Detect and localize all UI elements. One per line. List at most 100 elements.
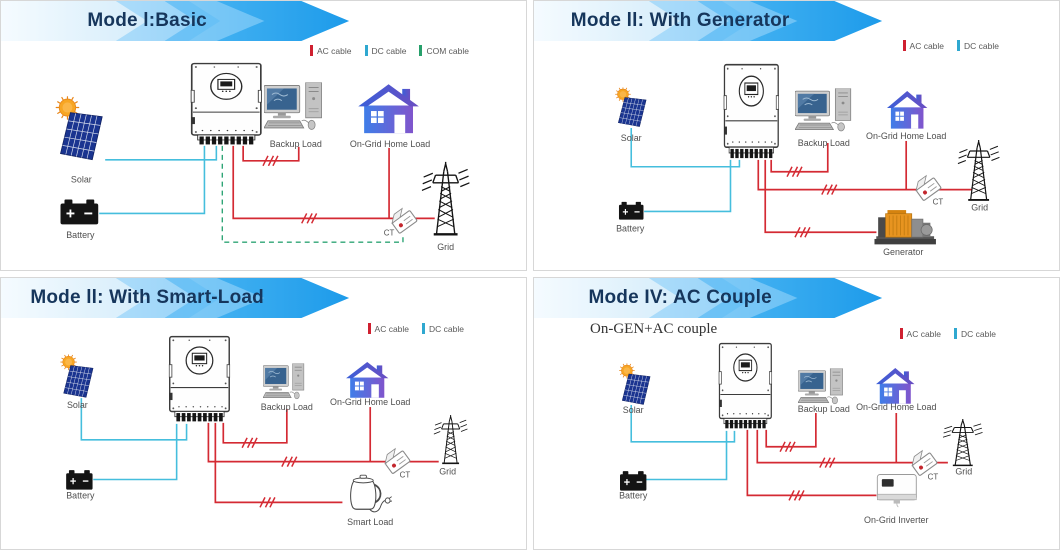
battery-icon: [619, 470, 648, 492]
cable-legend: AC cable DC cable: [367, 323, 464, 334]
dc-wire-solar: [630, 128, 741, 168]
ac-break-mark: [794, 226, 811, 238]
dc-wire-solar: [105, 145, 218, 161]
solar-panel-icon: [615, 87, 647, 127]
ac-color-swatch: [310, 45, 314, 56]
battery-icon: [618, 201, 645, 221]
hybrid-inverter-icon: [723, 63, 780, 159]
battery-label: Battery: [619, 490, 648, 500]
backup-load-label: Backup Load: [270, 139, 322, 149]
backup-load-icon: [263, 363, 305, 400]
smart-load-label: Smart Load: [347, 517, 393, 527]
ct-label: CT: [384, 228, 395, 237]
backup-load-label: Backup Load: [798, 404, 850, 414]
grid-label: Grid: [955, 467, 972, 477]
mode-banner: Mode ll: With Smart-Load: [1, 278, 349, 318]
dc-wire-battery: [99, 145, 206, 215]
dc-wire-solar: [630, 405, 736, 443]
ac-break-mark: [259, 496, 276, 509]
mode-banner: Mode ll: With Generator: [534, 1, 882, 41]
legend-item-dc: DC cable: [422, 323, 464, 334]
panel-mode-generator: Solar Battery Backup Load On-Grid Home L…: [533, 0, 1060, 271]
grid-label: Grid: [971, 202, 988, 212]
solar-label: Solar: [623, 405, 644, 415]
home-load-label: On-Grid Home Load: [330, 397, 410, 407]
dc-color-swatch: [422, 323, 426, 334]
generator-label: Generator: [883, 247, 923, 257]
ac-wire-grid: [757, 159, 972, 191]
ac-color-swatch: [902, 40, 906, 51]
legend-item-dc: DC cable: [957, 40, 999, 51]
ac-break-mark: [788, 489, 805, 502]
ac-wire-generator: [764, 159, 877, 234]
ac-color-swatch: [899, 328, 903, 339]
battery-label: Battery: [66, 490, 95, 500]
ac-wire-ongrid-inverter: [746, 429, 877, 497]
legend-item-ac: AC cable: [902, 40, 944, 51]
ac-break-mark: [779, 441, 796, 453]
solar-label: Solar: [621, 133, 642, 143]
com-color-swatch: [419, 45, 423, 56]
ac-break-mark: [300, 212, 318, 225]
mode-subtitle: On-GEN+AC couple: [590, 321, 718, 337]
ac-color-swatch: [367, 323, 371, 334]
ac-break-mark: [241, 437, 258, 449]
panel-mode-smart-load: Solar Battery Backup Load On-Grid Home L…: [0, 277, 527, 550]
hybrid-inverter-icon: [190, 62, 263, 146]
com-wire-ct: [221, 145, 404, 243]
mode-title: Mode l:Basic: [87, 10, 207, 31]
cable-legend: AC cable DC cable: [899, 328, 996, 339]
ac-wire-grid: [756, 429, 948, 464]
ac-break-mark: [281, 455, 298, 468]
ac-break-mark: [786, 166, 803, 178]
home-load-icon: [875, 367, 915, 405]
solar-panel-icon: [55, 96, 103, 161]
legend-item-ac: AC cable: [310, 45, 352, 56]
mode-title: Mode ll: With Generator: [570, 10, 790, 31]
mode-title: Mode IV: AC Couple: [588, 287, 772, 308]
grid-tower-icon: [433, 414, 468, 465]
grid-label: Grid: [437, 242, 454, 252]
mode-banner: Mode l:Basic: [1, 1, 349, 41]
mode-banner: Mode IV: AC Couple: [534, 278, 882, 318]
cable-legend: AC cable DC cable COM cable: [310, 45, 469, 56]
legend-item-ac: AC cable: [367, 323, 409, 334]
ongrid-inverter-label: On-Grid Inverter: [864, 515, 928, 525]
home-load-icon: [886, 90, 928, 130]
ct-label: CT: [933, 197, 944, 206]
backup-load-label: Backup Load: [798, 138, 850, 148]
solar-label: Solar: [67, 400, 88, 410]
grid-tower-icon: [942, 418, 983, 467]
battery-label: Battery: [66, 230, 95, 240]
dc-wire-battery: [93, 423, 178, 481]
home-load-icon: [345, 361, 389, 399]
ongrid-inverter-icon: [876, 474, 917, 508]
cable-legend: AC cable DC cable: [902, 40, 999, 51]
grid-tower-icon: [957, 139, 1000, 201]
home-load-label: On-Grid Home Load: [856, 402, 936, 412]
ct-label: CT: [928, 473, 939, 482]
dc-color-swatch: [954, 328, 958, 339]
backup-load-icon: [263, 82, 323, 130]
panel-mode-basic: Solar Battery Backup Load On-Grid Home L…: [0, 0, 527, 271]
ac-wire-grid: [232, 145, 435, 220]
battery-label: Battery: [616, 223, 645, 233]
dc-color-swatch: [364, 45, 368, 56]
home-load-label: On-Grid Home Load: [350, 139, 430, 149]
solar-label: Solar: [71, 175, 92, 185]
home-load-icon: [357, 83, 420, 134]
ac-wire-grid: [207, 422, 439, 463]
dc-wire-battery: [644, 159, 732, 213]
panel-mode-ac-couple: Solar Battery Backup Load On-Grid Home L…: [533, 277, 1060, 550]
legend-item-dc: DC cable: [954, 328, 996, 339]
hybrid-inverter-icon: [718, 342, 773, 430]
ct-label: CT: [400, 471, 411, 480]
hybrid-inverter-icon: [168, 335, 231, 423]
legend-item-dc: DC cable: [364, 45, 406, 56]
battery-icon: [59, 198, 100, 226]
solar-panel-icon: [619, 363, 651, 405]
ac-break-mark: [262, 155, 279, 167]
ac-wire-backup: [222, 409, 288, 444]
dc-wire-solar: [80, 398, 188, 441]
